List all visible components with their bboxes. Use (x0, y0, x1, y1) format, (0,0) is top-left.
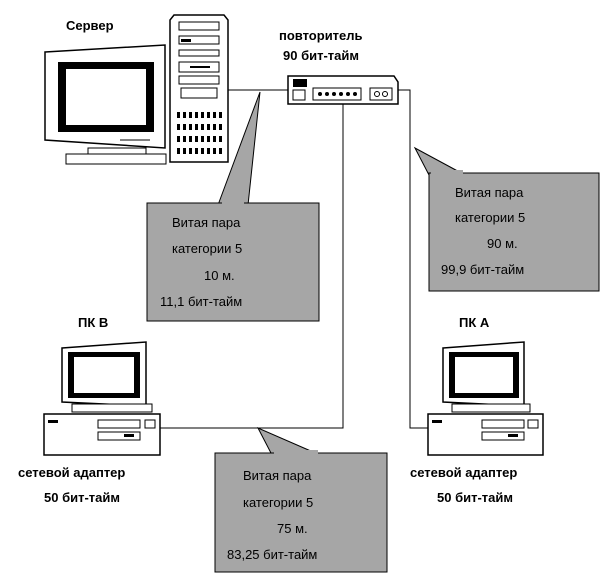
pc-b-label: ПК В (78, 315, 108, 330)
server: Сервер (44, 14, 229, 165)
repeater-icon (287, 75, 399, 105)
cable-server-category: категории 5 (172, 241, 242, 256)
pc-a-adapter-label: сетевой адаптер (410, 465, 517, 480)
repeater-delay: 90 бит-тайм (283, 48, 359, 63)
repeater: повторитель 90 бит-тайм (279, 28, 399, 105)
server-label: Сервер (66, 18, 114, 33)
pc-a-computer-icon (427, 341, 544, 456)
server-monitor-icon (44, 44, 167, 165)
cable-pc-a-type: Витая пара (455, 185, 524, 200)
callout-cable-server: Витая пара категории 5 10 м. 11,1 бит-та… (146, 91, 320, 322)
cable-pc-b-category: категории 5 (243, 495, 313, 510)
pc-a: ПК А сетевой адаптер 50 бит-тайм (410, 315, 544, 505)
cables (160, 89, 428, 429)
pc-b-computer-icon (43, 341, 161, 456)
repeater-label: повторитель (279, 28, 363, 43)
cable-pc-a-length: 90 м. (487, 236, 518, 251)
cable-server-length: 10 м. (204, 268, 235, 283)
cable-repeater-pc-b (160, 98, 344, 429)
pc-b-adapter-delay: 50 бит-тайм (44, 490, 120, 505)
callout-cable-pc-b: Витая пара категории 5 75 м. 83,25 бит-т… (214, 426, 388, 573)
cable-pc-b-delay: 83,25 бит-тайм (227, 547, 317, 562)
pc-b: ПК В сетевой адаптер 50 бит-тайм (18, 315, 161, 505)
cable-server-delay: 11,1 бит-тайм (160, 294, 242, 309)
cable-pc-a-delay: 99,9 бит-тайм (441, 262, 524, 277)
server-tower-icon (169, 14, 229, 163)
cable-server-type: Витая пара (172, 215, 241, 230)
cable-pc-b-length: 75 м. (277, 521, 308, 536)
pc-b-adapter-label: сетевой адаптер (18, 465, 125, 480)
pc-a-label: ПК А (459, 315, 490, 330)
cable-repeater-pc-a (398, 89, 428, 429)
callout-cable-pc-a: Витая пара категории 5 90 м. 99,9 бит-та… (413, 146, 600, 292)
pc-a-adapter-delay: 50 бит-тайм (437, 490, 513, 505)
cable-pc-a-category: категории 5 (455, 210, 525, 225)
cable-pc-b-type: Витая пара (243, 468, 312, 483)
